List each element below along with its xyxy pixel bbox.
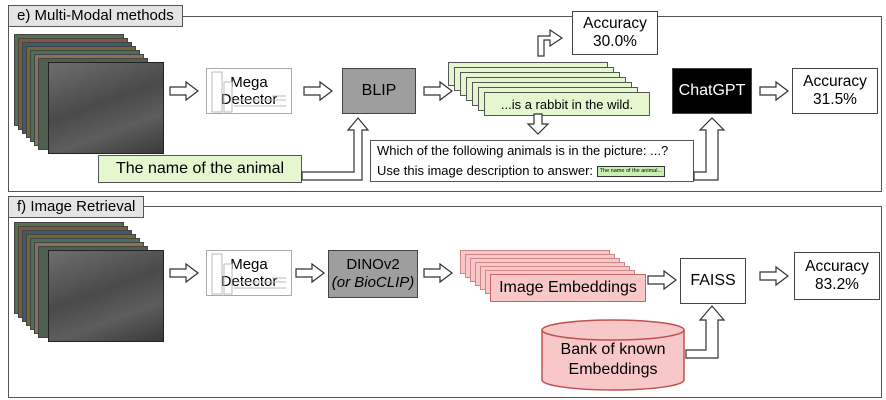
megadetector-label-line1: Mega xyxy=(230,74,268,91)
down-arrow-icon xyxy=(526,113,550,135)
blip-box: BLIP xyxy=(342,68,416,114)
dinov2-label: DINOv2 xyxy=(346,256,400,273)
caption-stack: ...is a rabbit in the wild. xyxy=(448,62,658,120)
prompt-line-2: Use this image description to answer: xyxy=(377,163,594,178)
accuracy-box-right: Accuracy 31.5% xyxy=(792,68,878,114)
bank-label-line2: Embeddings xyxy=(568,361,658,378)
right-arrow-icon xyxy=(423,263,453,283)
embedding-bank-cylinder: Bank of known Embeddings xyxy=(540,318,686,392)
camera-trap-image-stack xyxy=(14,222,164,342)
image-embeddings-stack: Image Embeddings xyxy=(460,250,660,308)
prompt-line-1: Which of the following animals is in the… xyxy=(377,143,669,158)
bank-label-line1: Bank of known xyxy=(560,341,666,358)
elbow-up-arrow-icon xyxy=(693,117,726,181)
caption-text: ...is a rabbit in the wild. xyxy=(484,92,650,116)
accuracy-label: Accuracy xyxy=(805,258,869,275)
accuracy-box-retrieval: Accuracy 83.2% xyxy=(794,252,880,300)
right-arrow-icon xyxy=(169,263,199,283)
right-arrow-icon xyxy=(759,81,789,101)
accuracy-value: 30.0% xyxy=(593,33,637,50)
elbow-up-arrow-icon xyxy=(685,305,726,359)
dinov2-box: DINOv2 (or BioCLIP) xyxy=(328,250,418,298)
camera-trap-image-stack xyxy=(14,34,164,154)
megadetector-glyph-icon xyxy=(211,71,287,113)
right-arrow-icon xyxy=(295,263,325,283)
right-arrow-icon xyxy=(169,81,199,101)
camera-trap-photo xyxy=(48,250,164,342)
right-arrow-icon xyxy=(303,81,333,101)
image-retrieval-panel-title: f) Image Retrieval xyxy=(8,196,145,218)
image-embeddings-label: Image Embeddings xyxy=(490,274,646,302)
right-arrow-icon xyxy=(423,81,453,101)
accuracy-label: Accuracy xyxy=(803,73,867,90)
accuracy-value: 31.5% xyxy=(813,91,857,108)
accuracy-box-top: Accuracy 30.0% xyxy=(572,11,658,55)
faiss-box: FAISS xyxy=(680,258,746,304)
query-text-box: The name of the animal xyxy=(98,155,302,183)
accuracy-label: Accuracy xyxy=(583,15,647,32)
camera-trap-photo xyxy=(48,62,164,154)
right-arrow-icon xyxy=(647,270,677,290)
chatgpt-box: ChatGPT xyxy=(672,68,752,114)
prompt-inline-tag: The name of the animal... xyxy=(596,166,666,178)
prompt-box: Which of the following animals is in the… xyxy=(370,140,694,182)
megadetector-label-line1: Mega xyxy=(230,256,268,273)
bioclip-alt-label: (or BioCLIP) xyxy=(331,274,415,291)
accuracy-value: 83.2% xyxy=(815,276,859,293)
elbow-up-arrow-icon xyxy=(301,117,370,181)
multimodal-panel-title: e) Multi-Modal methods xyxy=(8,5,183,27)
up-right-arrow-icon xyxy=(537,28,564,57)
megadetector-glyph-icon xyxy=(211,253,287,295)
right-arrow-icon xyxy=(759,266,789,286)
